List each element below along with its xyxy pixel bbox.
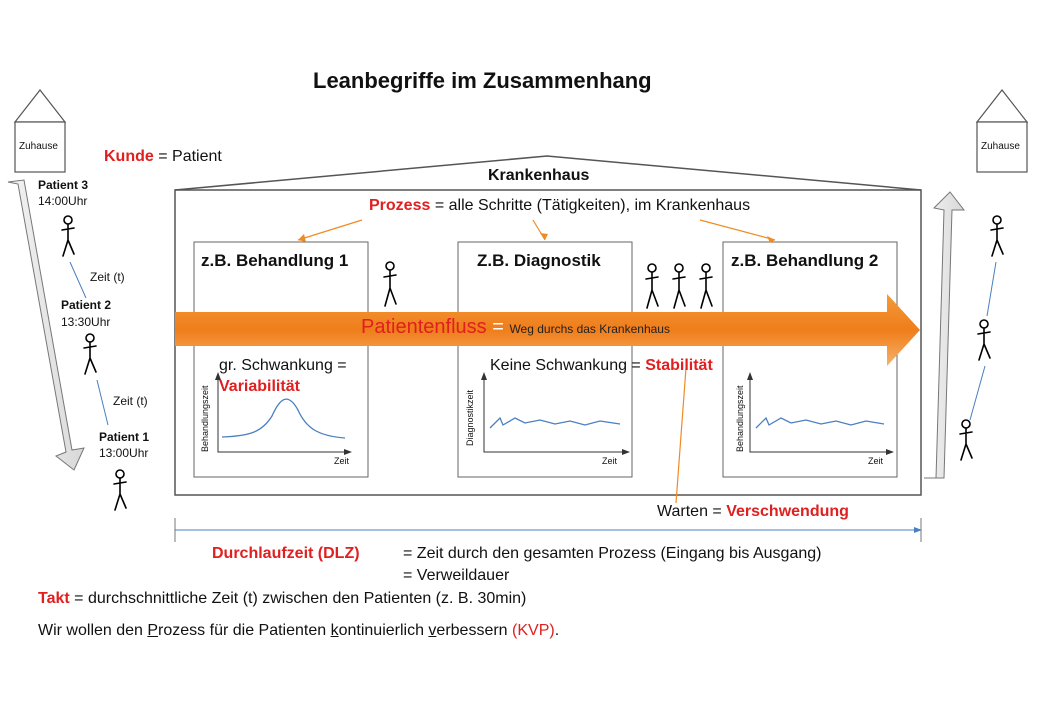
patient-flow-arrow <box>175 294 920 366</box>
stability-definition: Keine Schwankung = Stabilität <box>490 357 713 375</box>
patient-1-time: 13:00Uhr <box>99 446 149 460</box>
takt-definition: Takt = durchschnittliche Zeit (t) zwisch… <box>38 590 526 608</box>
hospital-roof <box>174 155 922 191</box>
dlz-line2: = Verweildauer <box>403 567 510 584</box>
box-1-ylabel: Behandlungszeit <box>200 385 210 452</box>
stability-curve <box>489 416 621 429</box>
home-left-icon <box>13 89 67 173</box>
kvp-underline-v: v <box>428 622 437 639</box>
arrival-arrow <box>7 179 85 471</box>
patient-2-time: 13:30Uhr <box>61 315 111 329</box>
waste-definition: Warten = Verschwendung <box>657 503 849 521</box>
kunde-term: Kunde <box>104 148 154 165</box>
box-2-title: Z.B. Diagnostik <box>477 251 601 270</box>
departure-arrow <box>924 191 966 479</box>
home-right-icon <box>975 89 1029 173</box>
kvp-statement: Wir wollen den Prozess für die Patienten… <box>38 622 559 640</box>
process-box-3 <box>722 241 898 478</box>
box-1-title: z.B. Behandlung 1 <box>201 251 349 270</box>
dlz-timeline <box>174 518 922 542</box>
waste-rest: Warten = <box>657 503 727 520</box>
zeit-label-lower: Zeit (t) <box>113 394 148 408</box>
prozess-definition: Prozess = alle Schritte (Tätigkeiten), i… <box>369 197 750 215</box>
flow-sub: Weg durchs das Krankenhaus <box>509 322 670 336</box>
kunde-rest: = Patient <box>153 148 222 165</box>
kvp-underline-p: P <box>147 622 159 639</box>
prozess-connectors <box>297 219 776 241</box>
variability-line1: gr. Schwankung = <box>219 357 347 374</box>
patient-1-name: Patient 1 <box>99 430 150 444</box>
kvp-part-4: erbessern <box>436 622 513 639</box>
kvp-part-3: ontinuierlich <box>338 622 429 639</box>
patient-3-name: Patient 3 <box>38 178 89 192</box>
patient-3-time: 14:00Uhr <box>38 194 88 208</box>
stability-term: Stabilität <box>645 357 713 374</box>
home-right-label: Zuhause <box>981 141 1020 152</box>
process-box-2 <box>457 241 633 478</box>
stability-curve-2 <box>755 416 885 429</box>
patient-flow-label: Patientenfluss = Weg durchs das Krankenh… <box>361 316 670 339</box>
prozess-rest: = alle Schritte (Tätigkeiten), im Kranke… <box>430 197 751 214</box>
variability-curve <box>221 398 346 439</box>
kvp-end: . <box>554 622 560 639</box>
stick-figures <box>61 215 1004 511</box>
flow-eq: = <box>486 316 510 338</box>
chart-axes <box>217 376 890 453</box>
kvp-abbreviation: (KVP) <box>512 622 555 639</box>
prozess-term: Prozess <box>369 197 431 214</box>
page-title: Leanbegriffe im Zusammenhang <box>313 68 652 93</box>
box-1-xlabel: Zeit <box>334 456 350 466</box>
waiting-line <box>675 367 687 504</box>
variability-term: Variabilität <box>219 378 300 395</box>
dlz-term: Durchlaufzeit (DLZ) <box>212 545 360 562</box>
box-3-xlabel: Zeit <box>868 456 884 466</box>
takt-term: Takt <box>38 590 70 607</box>
patient-links-left <box>69 261 109 426</box>
hospital-label: Krankenhaus <box>488 167 590 184</box>
home-left-label: Zuhause <box>19 141 58 152</box>
waste-term: Verschwendung <box>726 503 849 520</box>
kvp-part-1: Wir wollen den <box>38 622 148 639</box>
box-3-title: z.B. Behandlung 2 <box>731 251 879 270</box>
box-3-ylabel: Behandlungszeit <box>735 385 745 452</box>
flow-main: Patientenfluss <box>361 316 487 338</box>
kunde-definition: Kunde = Patient <box>104 148 222 166</box>
takt-rest: = durchschnittliche Zeit (t) zwischen de… <box>69 590 527 607</box>
kvp-part-2: rozess für die Patienten <box>158 622 331 639</box>
box-2-ylabel: Diagnostikzeit <box>465 389 475 446</box>
zeit-label-upper: Zeit (t) <box>90 270 125 284</box>
kvp-underline-k: k <box>330 622 339 639</box>
dlz-line1: = Zeit durch den gesamten Prozess (Einga… <box>403 545 822 562</box>
patient-2-name: Patient 2 <box>61 298 112 312</box>
stability-rest: Keine Schwankung = <box>490 357 646 374</box>
patient-links-right <box>969 261 997 421</box>
box-2-xlabel: Zeit <box>602 456 618 466</box>
